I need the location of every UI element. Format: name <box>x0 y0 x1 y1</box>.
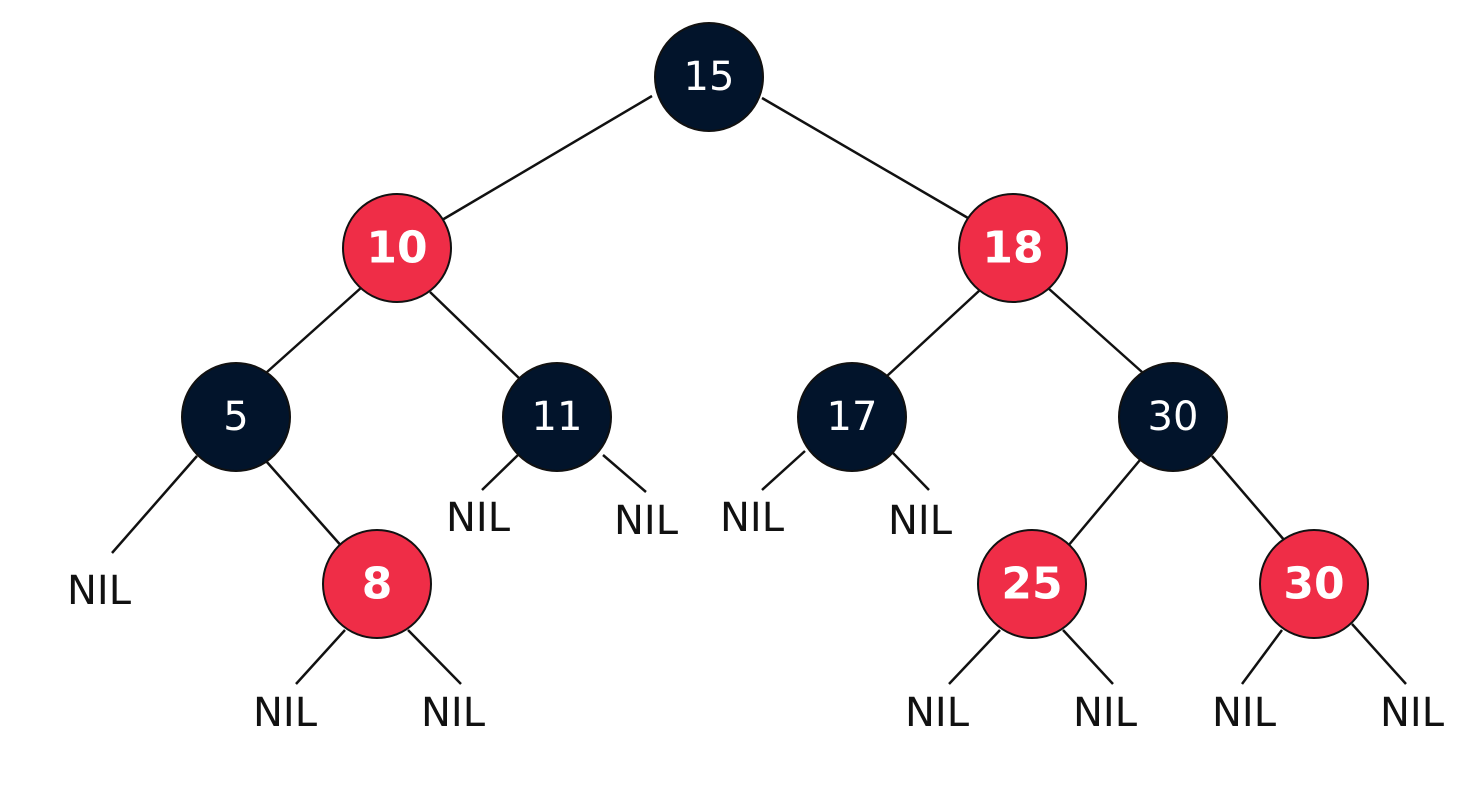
nil-leaf-17-right: NIL <box>888 498 953 544</box>
node-5: 5 <box>181 362 291 472</box>
edge-18-17 <box>886 289 981 377</box>
nil-leaf-5-left: NIL <box>67 568 132 614</box>
node-8-circle <box>322 529 432 639</box>
node-11-circle <box>502 362 612 472</box>
node-17-circle <box>797 362 907 472</box>
edge-18-30 <box>1047 287 1143 373</box>
nil-leaf-30-right: NIL <box>1380 690 1445 736</box>
nil-leaf-8-left: NIL <box>253 690 318 736</box>
node-18-label: 18 <box>982 223 1043 274</box>
node-30: 30 <box>1118 362 1228 472</box>
edge-5-8 <box>265 460 345 550</box>
tree-nodes: 15 10 18 5 11 17 30 8 <box>181 22 1369 639</box>
node-8-label: 8 <box>362 559 393 610</box>
nil-leaf-30-left: NIL <box>1212 690 1277 736</box>
nil-leaf-17-left: NIL <box>720 495 785 541</box>
node-17: 17 <box>797 362 907 472</box>
edge-30b-nil-left <box>1240 629 1284 685</box>
node-10-label: 10 <box>366 223 427 274</box>
nil-leaves: NIL NIL NIL NIL NIL NIL NIL NIL NIL NIL … <box>67 495 1445 736</box>
node-11: 11 <box>502 362 612 472</box>
tree-edges <box>111 94 1407 685</box>
edge-30-30b <box>1211 455 1286 542</box>
node-15: 15 <box>654 22 764 132</box>
edge-10-11 <box>429 291 523 382</box>
edge-17-nil-right <box>892 452 930 491</box>
edge-10-5 <box>266 286 363 373</box>
edge-17-nil-left <box>761 450 806 491</box>
nil-leaf-11-left: NIL <box>446 495 511 541</box>
edge-25-nil-left <box>948 629 1001 685</box>
nil-leaf-8-right: NIL <box>421 690 486 736</box>
node-17-label: 17 <box>827 394 878 440</box>
edge-5-nil <box>111 455 198 554</box>
node-25-label: 25 <box>1001 559 1062 610</box>
node-30-red-circle <box>1259 529 1369 639</box>
node-5-label: 5 <box>223 394 248 440</box>
node-30-label: 30 <box>1148 394 1199 440</box>
node-15-label: 15 <box>684 54 735 100</box>
edge-15-10 <box>441 94 653 222</box>
nil-leaf-11-right: NIL <box>614 498 679 544</box>
node-18-circle <box>958 193 1068 303</box>
nil-leaf-25-left: NIL <box>905 690 970 736</box>
node-30-circle <box>1118 362 1228 472</box>
edge-30-25 <box>1067 459 1141 547</box>
edge-11-nil-left <box>481 454 519 491</box>
edge-25-nil-right <box>1062 629 1114 685</box>
edge-15-18 <box>761 96 969 220</box>
node-10-circle <box>342 193 452 303</box>
node-15-circle <box>654 22 764 132</box>
node-18: 18 <box>958 193 1068 303</box>
node-5-circle <box>181 362 291 472</box>
node-11-label: 11 <box>532 394 583 440</box>
edge-11-nil-right <box>602 454 647 493</box>
edge-8-nil-left <box>295 629 346 685</box>
node-30-red-label: 30 <box>1283 559 1344 610</box>
edge-8-nil-right <box>407 629 462 685</box>
nil-leaf-25-right: NIL <box>1073 690 1138 736</box>
node-10: 10 <box>342 193 452 303</box>
node-25-circle <box>977 529 1087 639</box>
node-25: 25 <box>977 529 1087 639</box>
edge-30b-nil-right <box>1351 623 1407 685</box>
node-30-red: 30 <box>1259 529 1369 639</box>
node-8: 8 <box>322 529 432 639</box>
